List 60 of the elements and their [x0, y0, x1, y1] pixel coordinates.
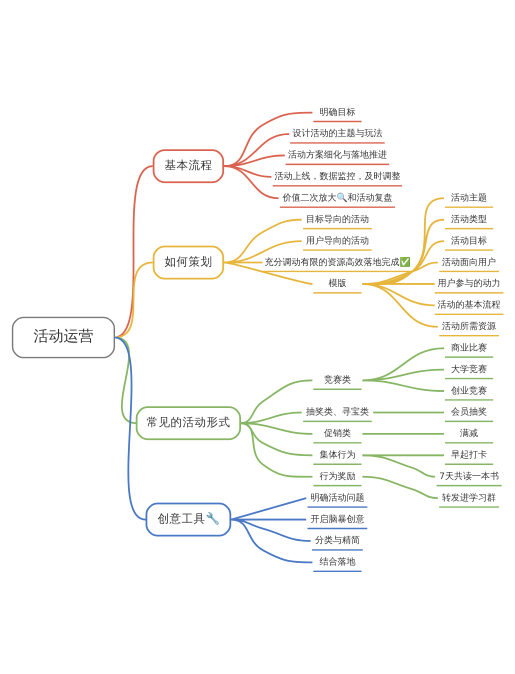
node-text: 活动类型 — [450, 214, 487, 224]
node-text: 价值二次放大🔍和活动复盘 — [282, 193, 392, 204]
node-text: 集体行为 — [318, 450, 355, 460]
connector — [362, 432, 444, 434]
node-text: 活动主题 — [450, 193, 487, 204]
connector — [114, 336, 136, 424]
node-text: 模版 — [328, 278, 346, 289]
connector — [240, 378, 312, 424]
node-text: 早起打卡 — [450, 450, 487, 460]
node-box: 活动运营 — [11, 316, 115, 358]
node-text: 7天共读一本书 — [438, 471, 498, 482]
node-text: 竞赛类 — [323, 375, 350, 386]
connector — [224, 164, 278, 199]
connector — [240, 411, 302, 424]
connector — [224, 132, 289, 167]
node-box: 基本流程 — [152, 148, 224, 183]
node-text: 会员抽奖 — [450, 407, 487, 418]
node-text: 设计活动的主题与玩法 — [292, 128, 382, 139]
connector — [230, 496, 306, 520]
connector — [372, 411, 444, 413]
node-text: 用户导向的活动 — [305, 236, 368, 246]
connector — [230, 518, 312, 563]
node-text: 明确活动问题 — [310, 492, 364, 503]
node-text: 活动目标 — [450, 236, 487, 246]
node-text: 活动面向用户 — [442, 257, 496, 268]
node-text: 大学竞赛 — [450, 364, 487, 374]
node-text: 抽奖类、寻宝类 — [305, 407, 368, 418]
node-text: 活动方案细化与落地推进 — [287, 150, 386, 160]
node-text: 活动上线，数据监控，及时调整 — [274, 172, 400, 182]
node-text: 用户参与的动力 — [437, 278, 500, 289]
node-text: 商业比赛 — [450, 342, 487, 353]
node-text: 开启脑暴创意 — [310, 514, 364, 524]
connector — [230, 518, 310, 542]
connector — [362, 282, 438, 328]
connector — [224, 154, 284, 167]
connector — [113, 336, 146, 520]
node-text: 目标导向的活动 — [305, 214, 368, 224]
node-text: 明确目标 — [318, 107, 355, 118]
node-text: 充分调动有限的资源高效落地完成✅ — [264, 257, 410, 268]
connector — [224, 218, 302, 263]
connector — [224, 240, 302, 263]
node-box: 常见的活动形式 — [135, 406, 241, 440]
node-text: 转发进学习群 — [442, 492, 496, 503]
connector — [224, 261, 262, 263]
connector — [240, 422, 312, 478]
node-text: 活动所需资源 — [442, 322, 496, 332]
node-text: 创业竞赛 — [450, 386, 487, 396]
connector — [362, 475, 438, 499]
connector — [224, 111, 312, 167]
connector — [362, 378, 444, 392]
node-text: 活动的基本流程 — [437, 300, 500, 310]
node-box: 创意工具🔧 — [145, 502, 231, 536]
node-box: 如何策划 — [152, 245, 224, 279]
connector — [362, 454, 435, 478]
node-text: 结合落地 — [318, 557, 355, 568]
node-text: 分类与精简 — [314, 536, 360, 546]
node-text: 满减 — [460, 428, 478, 439]
node-text: 促销类 — [323, 428, 350, 439]
connector — [223, 261, 312, 284]
node-text: 行为奖励 — [318, 471, 355, 482]
